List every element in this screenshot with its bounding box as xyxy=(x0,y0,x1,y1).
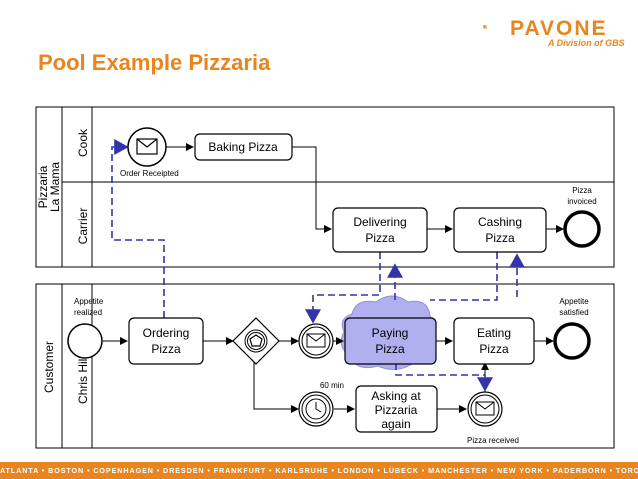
task-delivering-pizza[interactable]: Delivering Pizza xyxy=(332,207,428,253)
logo-name: PAVONE xyxy=(510,17,608,40)
lane-label-cook: Cook xyxy=(76,128,90,157)
task-paying-pizza[interactable]: Paying Pizza xyxy=(344,317,437,365)
lane-label-carrier: Carrier xyxy=(76,208,90,245)
label-appetite-realized-2: realized xyxy=(74,308,102,317)
task-label-line2: Pizzaria xyxy=(375,403,418,417)
label-order-receipted: Order Receipted xyxy=(120,169,179,178)
end-event-pizza-invoiced xyxy=(563,210,601,248)
task-label: Baking Pizza xyxy=(208,140,278,154)
task-cashing-pizza[interactable]: Cashing Pizza xyxy=(453,207,547,253)
message-start-event xyxy=(127,127,167,167)
task-label-line2: Pizza xyxy=(151,342,181,356)
task-label-line3: again xyxy=(381,417,410,431)
task-label-line1: Paying xyxy=(372,326,409,340)
label-appetite-satisfied-2: satisfied xyxy=(559,308,588,317)
label-pizza-invoiced-2: invoiced xyxy=(567,197,596,206)
message-event-pizza-received xyxy=(467,391,503,427)
label-appetite-satisfied-1: Appetite xyxy=(559,297,589,306)
label-timer: 60 min xyxy=(320,381,344,390)
task-label-line1: Cashing xyxy=(478,215,522,229)
pavone-logo xyxy=(483,25,487,29)
task-label-line1: Ordering xyxy=(143,326,190,340)
task-eating-pizza[interactable]: Eating Pizza xyxy=(453,317,535,365)
end-event-appetite-satisfied xyxy=(553,322,591,360)
label-pizza-received: Pizza received xyxy=(467,436,519,445)
task-label-line1: Eating xyxy=(477,326,511,340)
logo-subtitle: A Division of GBS xyxy=(548,38,625,48)
start-event-appetite xyxy=(67,323,103,359)
task-label-line2: Pizza xyxy=(375,342,405,356)
pool-label-pizzaria: Pizzaria xyxy=(36,165,50,208)
task-asking-pizzaria[interactable]: Asking at Pizzaria again xyxy=(355,385,438,433)
intermediate-message-event xyxy=(298,323,334,359)
task-ordering-pizza[interactable]: Ordering Pizza xyxy=(128,317,204,365)
task-label-line1: Delivering xyxy=(353,215,406,229)
event-based-gateway xyxy=(232,317,280,365)
lane-label-chris-hill: Chris Hill xyxy=(76,356,90,404)
task-label-line2: Pizza xyxy=(365,231,395,245)
timer-event xyxy=(298,391,334,427)
pool-pizzaria: Pizzaria La Mama Cook Carrier xyxy=(35,106,615,268)
task-label-line2: Pizza xyxy=(485,231,515,245)
pool-label-lamama: La Mama xyxy=(48,162,62,212)
label-pizza-invoiced-1: Pizza xyxy=(572,186,592,195)
message-flows xyxy=(111,139,525,392)
task-label-line1: Asking at xyxy=(371,389,421,403)
task-label-line2: Pizza xyxy=(479,342,509,356)
pool-label-customer: Customer xyxy=(42,341,56,393)
label-appetite-realized-1: Appetite xyxy=(74,297,104,306)
footer-cities: ATLANTA • BOSTON • COPENHAGEN • DRESDEN … xyxy=(0,462,638,479)
task-baking-pizza[interactable]: Baking Pizza xyxy=(194,133,293,161)
page-title: Pool Example Pizzaria xyxy=(38,50,271,75)
